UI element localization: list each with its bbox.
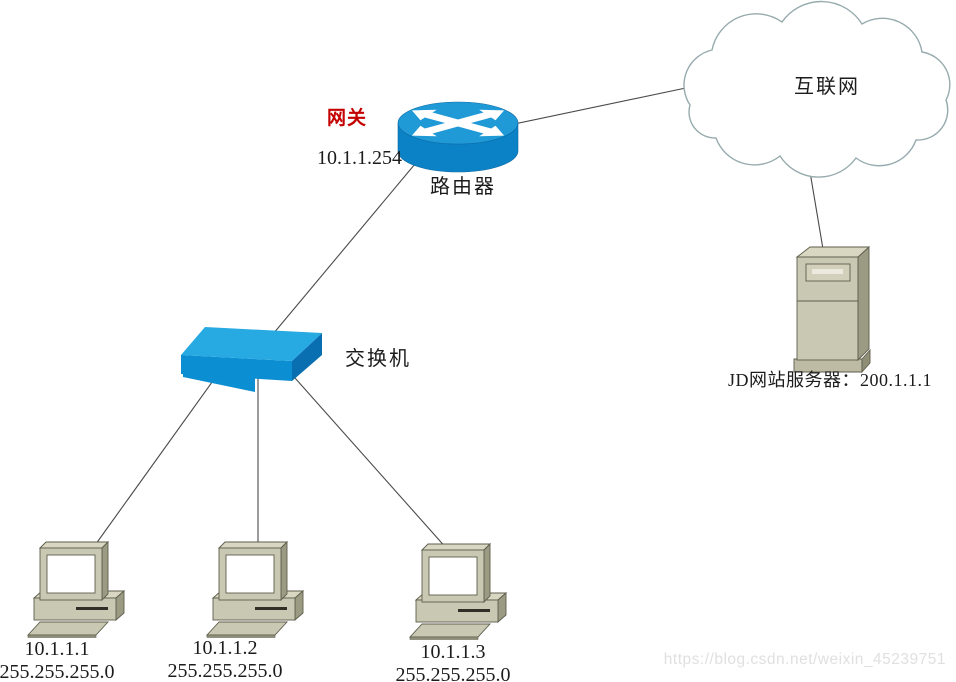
server-label: JD网站服务器：200.1.1.1 xyxy=(728,370,933,390)
pc2-icon xyxy=(206,541,304,638)
gateway-ip-label: 10.1.1.254 xyxy=(317,147,402,169)
pc3-mask-label: 255.255.255.0 xyxy=(395,664,511,682)
internet-cloud-icon xyxy=(683,0,951,178)
pc3-ip-label: 10.1.1.3 xyxy=(420,641,486,663)
router-label: 路由器 xyxy=(430,176,496,198)
pc3-icon xyxy=(409,543,507,640)
gateway-label: 网关 xyxy=(327,108,368,129)
pc1-icon xyxy=(27,541,125,638)
server-panel-bar xyxy=(812,269,843,274)
pc2-mask-label: 255.255.255.0 xyxy=(167,660,283,682)
server-icon xyxy=(793,245,871,374)
switch-front-face xyxy=(181,355,292,381)
link-router-internet xyxy=(499,84,701,128)
switch-right-face xyxy=(292,333,322,381)
csdn-watermark: https://blog.csdn.net/weixin_45239751 xyxy=(663,651,946,668)
pc1-mask-label: 255.255.255.0 xyxy=(0,661,115,682)
link-switch-pc3 xyxy=(294,377,449,551)
switch-icon xyxy=(181,327,322,392)
pc2-ip-label: 10.1.1.2 xyxy=(192,637,258,659)
pc1-ip-label: 10.1.1.1 xyxy=(24,638,90,660)
router-icon xyxy=(397,101,519,173)
link-switch-pc1 xyxy=(92,377,216,549)
router-arrows-icon xyxy=(411,109,505,137)
switch-top-face xyxy=(181,327,322,361)
switch-label: 交换机 xyxy=(345,348,411,370)
link-router-switch xyxy=(267,157,421,341)
internet-label: 互联网 xyxy=(794,76,860,98)
